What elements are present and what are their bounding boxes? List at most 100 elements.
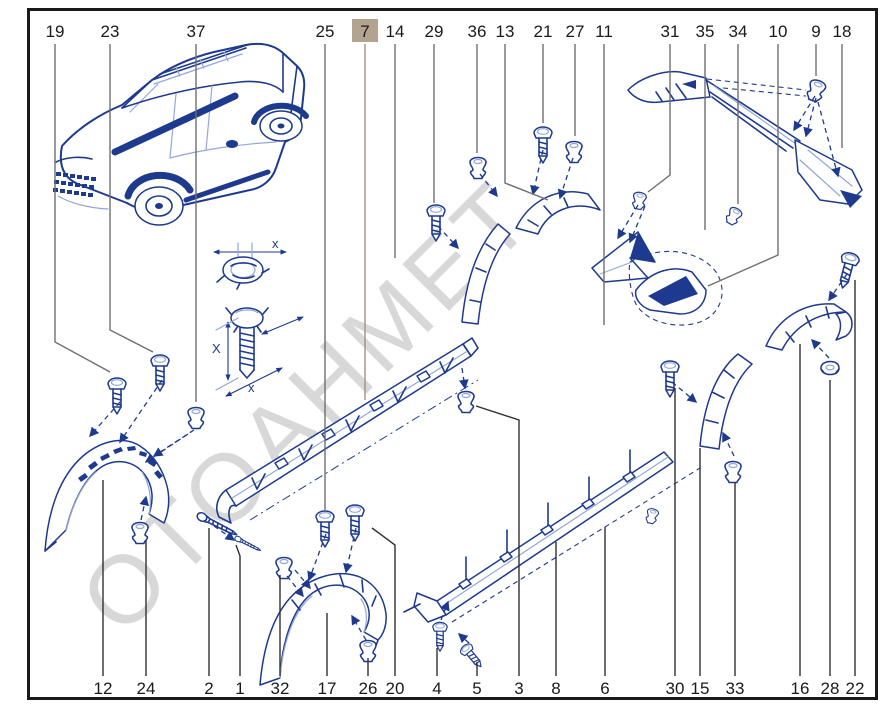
callout-bottom-15: 15 — [691, 448, 710, 698]
callout-label: 32 — [271, 679, 290, 698]
callout-top-37: 37 — [187, 22, 205, 402]
callout-label: 10 — [769, 22, 788, 41]
callout-bottom-17: 17 — [318, 613, 337, 698]
callout-top-14: 14 — [386, 22, 405, 258]
callout-label: 30 — [666, 679, 685, 698]
car-illustration — [53, 42, 309, 226]
callout-label: 1 — [235, 679, 244, 698]
screw-icon — [345, 504, 365, 542]
callout-bottom-5: 5 — [472, 662, 482, 698]
callout-label: 36 — [468, 22, 487, 41]
callout-bottom-20: 20 — [371, 527, 404, 698]
callout-label: 21 — [534, 22, 553, 41]
callout-bottom-16: 16 — [791, 344, 810, 698]
callout-top-7: 7 — [352, 19, 378, 400]
screw-icon — [660, 360, 680, 398]
callout-label: 17 — [318, 679, 337, 698]
front-wheel-arch-trim — [44, 439, 170, 552]
screw-icon — [315, 510, 335, 548]
screw-icon — [107, 377, 127, 415]
callout-label: 19 — [46, 22, 65, 41]
callout-label: 6 — [600, 679, 609, 698]
callout-label: 26 — [359, 679, 378, 698]
callout-bottom-33: 33 — [726, 482, 745, 698]
tailgate-spoiler — [627, 70, 863, 208]
callout-top-13: 13 — [496, 22, 549, 201]
diagram-frame — [27, 8, 878, 700]
screw-icon — [150, 354, 170, 392]
callout-top-18: 18 — [833, 22, 852, 148]
callout-label: 9 — [811, 22, 820, 41]
callout-label: 35 — [696, 22, 715, 41]
callout-bottom-4: 4 — [432, 648, 442, 698]
callout-top-25: 25 — [316, 22, 335, 510]
lower-sill-moulding — [403, 449, 701, 623]
callout-top-19: 19 — [46, 22, 111, 373]
callout-label: 14 — [386, 22, 405, 41]
clip-icon — [565, 140, 583, 164]
clip-icon — [457, 390, 475, 414]
callout-label: 23 — [101, 22, 120, 41]
callout-label: 31 — [661, 22, 680, 41]
callout-bottom-6: 6 — [600, 527, 610, 698]
callout-top-9: 9 — [811, 22, 821, 76]
callout-top-21: 21 — [534, 22, 553, 123]
sill-clips — [458, 449, 636, 590]
callout-label: 11 — [595, 22, 613, 41]
callout-label: 5 — [472, 679, 481, 698]
callout-bottom-28: 28 — [821, 380, 839, 698]
callout-bottom-22: 22 — [846, 280, 864, 698]
callout-bottom-30: 30 — [666, 388, 685, 698]
callout-label: 4 — [432, 679, 441, 698]
callout-label: 33 — [726, 679, 745, 698]
callout-label: 25 — [316, 22, 335, 41]
leader-line — [475, 405, 520, 676]
leader-line — [235, 544, 241, 676]
clip-icon — [469, 156, 487, 180]
callout-label: 8 — [551, 679, 560, 698]
callout-label: 29 — [425, 22, 444, 41]
callout-top-11: 11 — [595, 22, 613, 325]
clip-icon — [187, 406, 205, 430]
callout-bottom-26: 26 — [359, 658, 378, 698]
fastener-detail-screw: X x — [212, 307, 304, 397]
clip-icon — [723, 205, 744, 228]
screw-icon — [533, 126, 553, 164]
highlight-box — [352, 19, 378, 42]
callout-top-36: 36 — [468, 22, 487, 153]
clip-icon — [724, 460, 742, 484]
dimension-label-clip: x — [272, 236, 279, 251]
assembly-arrows — [89, 95, 848, 644]
callout-label: 24 — [137, 679, 156, 698]
screw-icon — [432, 621, 448, 652]
callout-label: 15 — [691, 679, 710, 698]
callout-top-31: 31 — [647, 22, 680, 193]
curved-trim-front — [461, 223, 511, 325]
callout-bottom-32: 32 — [271, 575, 290, 698]
callout-top-29: 29 — [425, 22, 444, 203]
leader-line — [54, 44, 111, 373]
leader-line — [504, 44, 549, 201]
arch-segment-16 — [765, 303, 853, 351]
callout-label: 27 — [566, 22, 585, 41]
clip-icon — [275, 556, 293, 580]
fastener-detail-clip: x — [213, 236, 287, 290]
callout-label: 18 — [833, 22, 852, 41]
arch-segment-15 — [699, 353, 753, 450]
callout-bottom-24: 24 — [137, 540, 156, 698]
leader-line — [109, 44, 154, 353]
screw-icon — [833, 250, 862, 292]
curved-trim-rear — [515, 191, 601, 235]
callout-top-34: 34 — [729, 22, 747, 204]
callout-label: 16 — [791, 679, 810, 698]
callout-top-23: 23 — [101, 22, 154, 353]
callout-label: 12 — [94, 679, 113, 698]
callout-bottom-12: 12 — [94, 480, 113, 698]
bracket-piece-a — [591, 231, 656, 283]
bracket-piece-b — [628, 250, 723, 326]
callout-top-27: 27 — [566, 22, 585, 136]
callout-label: 7 — [360, 22, 369, 41]
